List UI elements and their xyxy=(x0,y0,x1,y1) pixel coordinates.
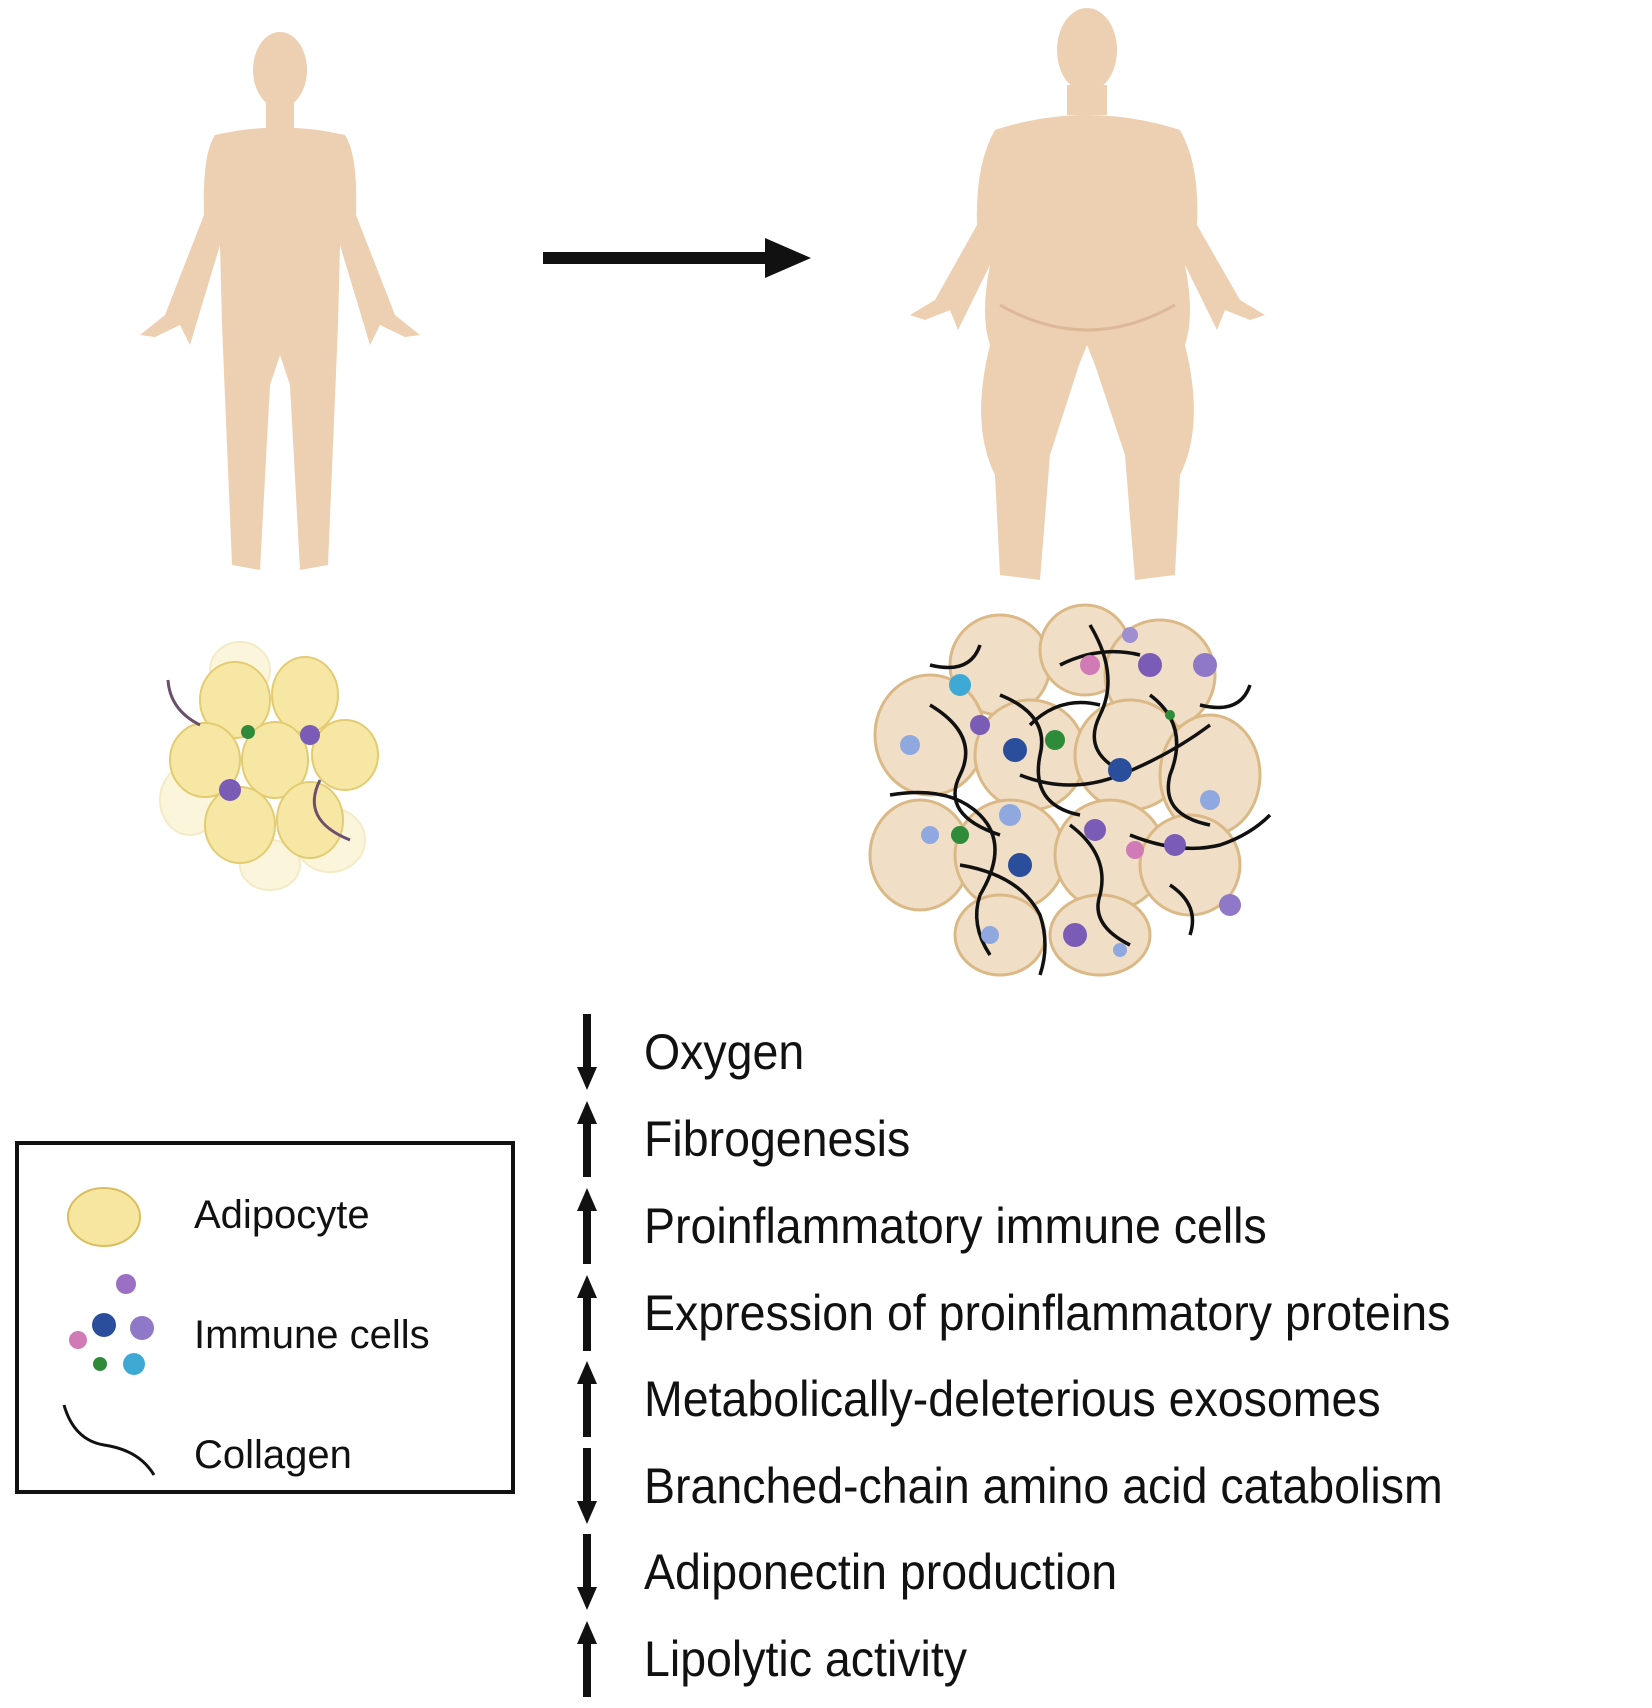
up-arrow-icon xyxy=(577,1101,597,1177)
legend-label-immune-cells: Immune cells xyxy=(194,1313,430,1357)
obese-body-figure xyxy=(910,8,1265,580)
change-item-exosomes: Metabolically-deleterious exosomes xyxy=(570,1359,1436,1439)
right-arrow-icon xyxy=(543,238,811,278)
change-label: Adiponectin production xyxy=(644,1544,1118,1600)
up-arrow-icon xyxy=(577,1188,597,1264)
adipocyte-icon xyxy=(67,1187,141,1247)
change-item-bcaa-catabolism: Branched-chain amino acid catabolism xyxy=(570,1446,1503,1526)
up-arrow-icon xyxy=(577,1275,597,1351)
legend-box: Adipocyte Immune cells Collagen xyxy=(15,1141,515,1494)
change-label: Fibrogenesis xyxy=(644,1111,911,1167)
down-arrow-icon xyxy=(577,1014,597,1090)
collagen-icon xyxy=(62,1404,156,1476)
change-label: Expression of proinflammatory proteins xyxy=(644,1285,1451,1341)
legend-label-adipocyte: Adipocyte xyxy=(194,1193,370,1237)
immune-cells-icon xyxy=(69,1274,154,1375)
down-arrow-icon xyxy=(577,1534,597,1610)
change-label: Oxygen xyxy=(644,1024,805,1080)
change-label: Metabolically-deleterious exosomes xyxy=(644,1371,1381,1427)
change-item-proinflammatory-immune-cells: Proinflammatory immune cells xyxy=(570,1186,1314,1266)
change-item-lipolytic-activity: Lipolytic activity xyxy=(570,1619,991,1699)
change-label: Lipolytic activity xyxy=(644,1631,968,1687)
lean-adipose-tissue xyxy=(159,641,379,891)
change-item-adiponectin: Adiponectin production xyxy=(570,1532,1153,1612)
change-item-oxygen: Oxygen xyxy=(570,1012,816,1092)
change-item-proinflammatory-proteins: Expression of proinflammatory proteins xyxy=(570,1273,1511,1353)
lean-body-figure xyxy=(140,32,420,570)
change-label: Branched-chain amino acid catabolism xyxy=(644,1458,1443,1514)
change-label: Proinflammatory immune cells xyxy=(644,1198,1267,1254)
change-item-fibrogenesis: Fibrogenesis xyxy=(570,1099,930,1179)
down-arrow-icon xyxy=(577,1448,597,1524)
up-arrow-icon xyxy=(577,1361,597,1437)
up-arrow-icon xyxy=(577,1621,597,1697)
obese-adipose-tissue xyxy=(868,603,1272,977)
legend-label-collagen: Collagen xyxy=(194,1433,352,1477)
